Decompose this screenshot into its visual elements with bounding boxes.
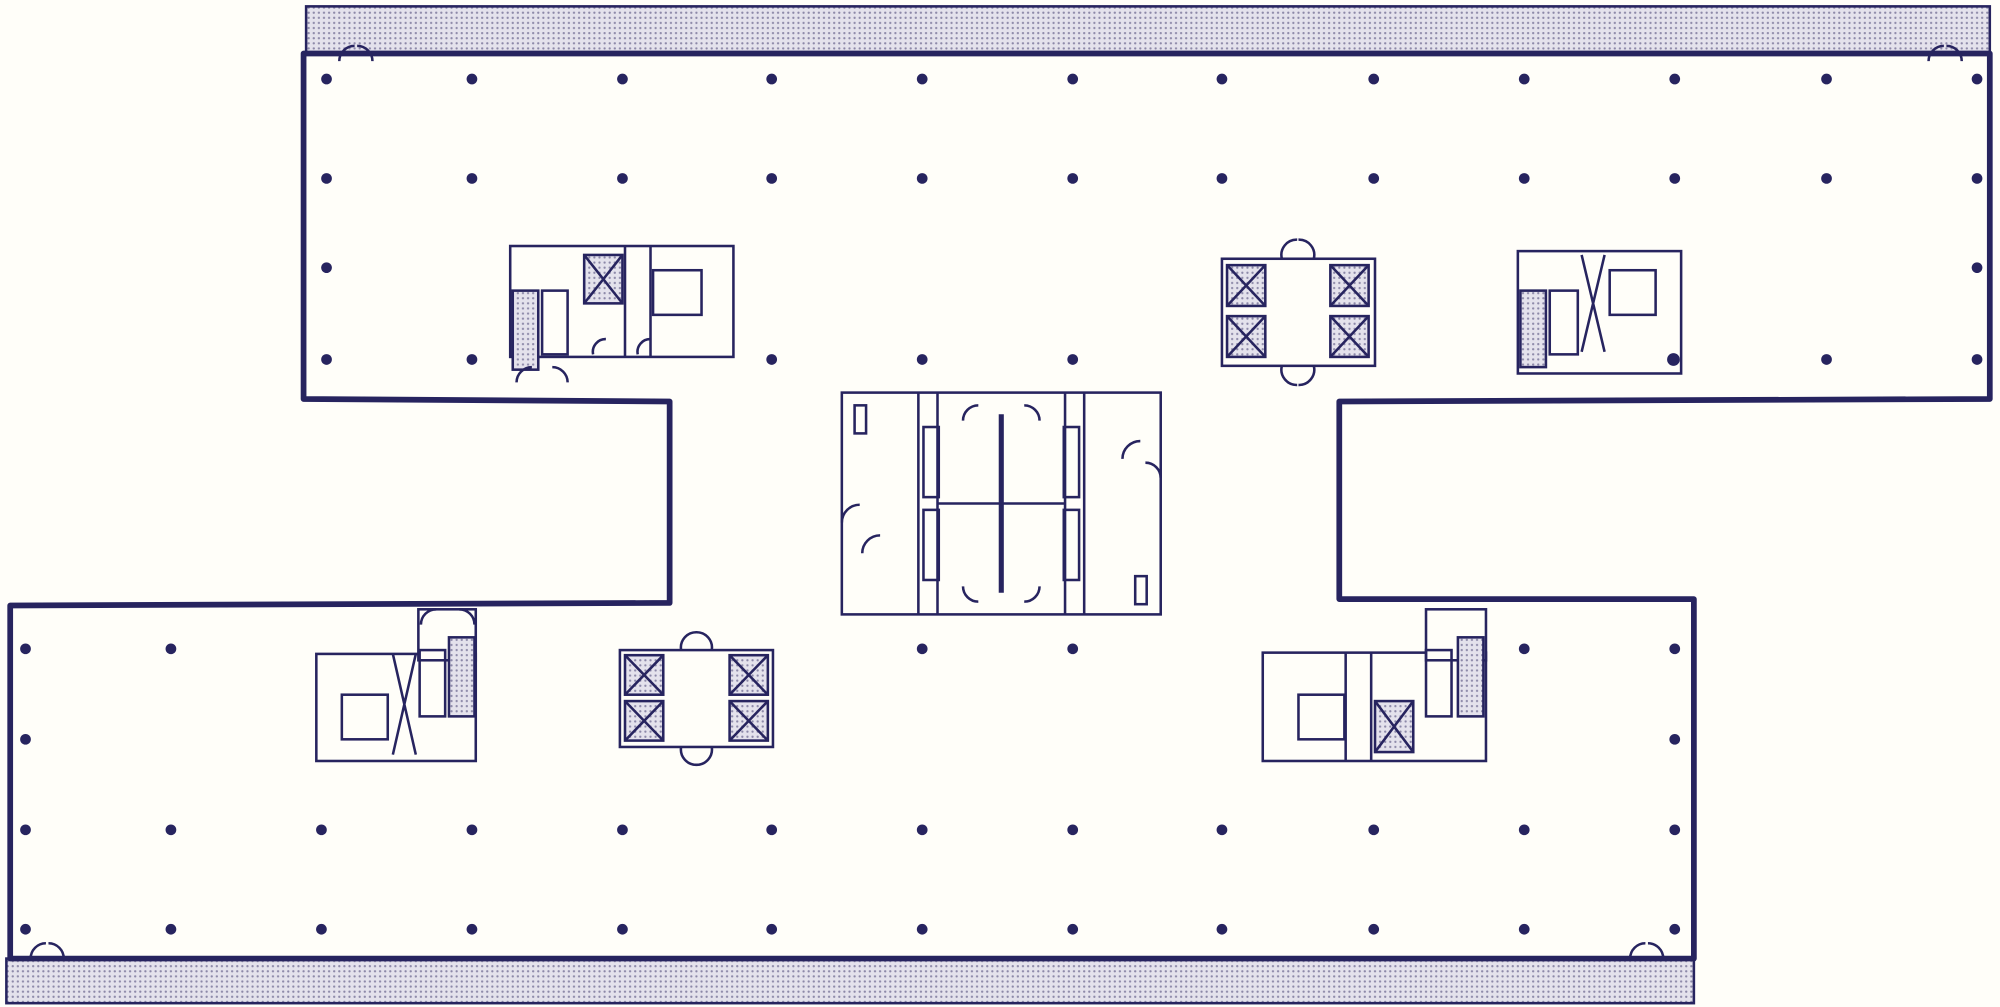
- column: [916, 354, 928, 365]
- column: [1821, 173, 1832, 184]
- column: [916, 73, 928, 85]
- column: [466, 824, 478, 836]
- column: [1067, 73, 1079, 85]
- column: [165, 643, 177, 655]
- column: [1067, 923, 1079, 935]
- stair-core-lower-right: [1261, 608, 1488, 763]
- column: [316, 824, 327, 836]
- balcony-top: [304, 5, 1992, 55]
- column: [1669, 643, 1681, 655]
- column: [316, 923, 327, 935]
- column: [1971, 73, 1983, 85]
- column: [1067, 354, 1079, 365]
- column: [1821, 73, 1832, 85]
- stair-core-upper-left: [508, 244, 735, 383]
- column: [1669, 733, 1681, 745]
- stair-core-lower-left: [315, 608, 478, 763]
- column: [20, 923, 31, 935]
- column: [1518, 173, 1530, 184]
- column: [1067, 643, 1079, 655]
- column: [916, 173, 928, 184]
- column: [466, 923, 478, 935]
- structural-columns: [20, 73, 1983, 935]
- column: [20, 733, 31, 745]
- column: [321, 173, 332, 184]
- column: [466, 173, 478, 184]
- column: [20, 643, 31, 655]
- column: [165, 923, 177, 935]
- column: [1971, 173, 1983, 184]
- column: [1368, 824, 1380, 836]
- elevator-lobby-upper: [1220, 238, 1377, 387]
- column: [1971, 354, 1983, 365]
- column: [321, 73, 332, 85]
- column: [165, 824, 177, 836]
- column: [466, 73, 478, 85]
- column: [766, 354, 778, 365]
- column: [617, 923, 628, 935]
- column: [916, 824, 928, 836]
- column: [466, 354, 478, 365]
- column: [617, 73, 628, 85]
- column: [1067, 173, 1079, 184]
- column: [1216, 923, 1228, 935]
- column: [617, 173, 628, 184]
- column: [1669, 73, 1681, 85]
- column: [766, 73, 778, 85]
- column: [20, 824, 31, 836]
- column: [1368, 73, 1380, 85]
- central-core-restrooms: [840, 391, 1162, 616]
- column: [1216, 173, 1228, 184]
- column: [617, 824, 628, 836]
- column: [1368, 173, 1380, 184]
- stair-core-upper-right: [1516, 249, 1683, 375]
- column: [1821, 354, 1832, 365]
- column: [1518, 824, 1530, 836]
- column: [1669, 173, 1681, 184]
- entrance-doors: [29, 44, 1964, 959]
- column: [1971, 262, 1983, 274]
- column: [916, 643, 928, 655]
- column: [916, 923, 928, 935]
- column: [1518, 643, 1530, 655]
- elevator-lobby-lower: [618, 630, 775, 767]
- balcony-bottom: [5, 957, 1696, 1005]
- column: [1067, 824, 1079, 836]
- column: [766, 173, 778, 184]
- column: [321, 262, 332, 274]
- column: [1518, 923, 1530, 935]
- column: [1518, 73, 1530, 85]
- column: [1216, 824, 1228, 836]
- column: [1368, 923, 1380, 935]
- column: [766, 923, 778, 935]
- column: [766, 824, 778, 836]
- column: [321, 354, 332, 365]
- column: [1216, 73, 1228, 85]
- column: [1669, 923, 1681, 935]
- column: [1669, 824, 1681, 836]
